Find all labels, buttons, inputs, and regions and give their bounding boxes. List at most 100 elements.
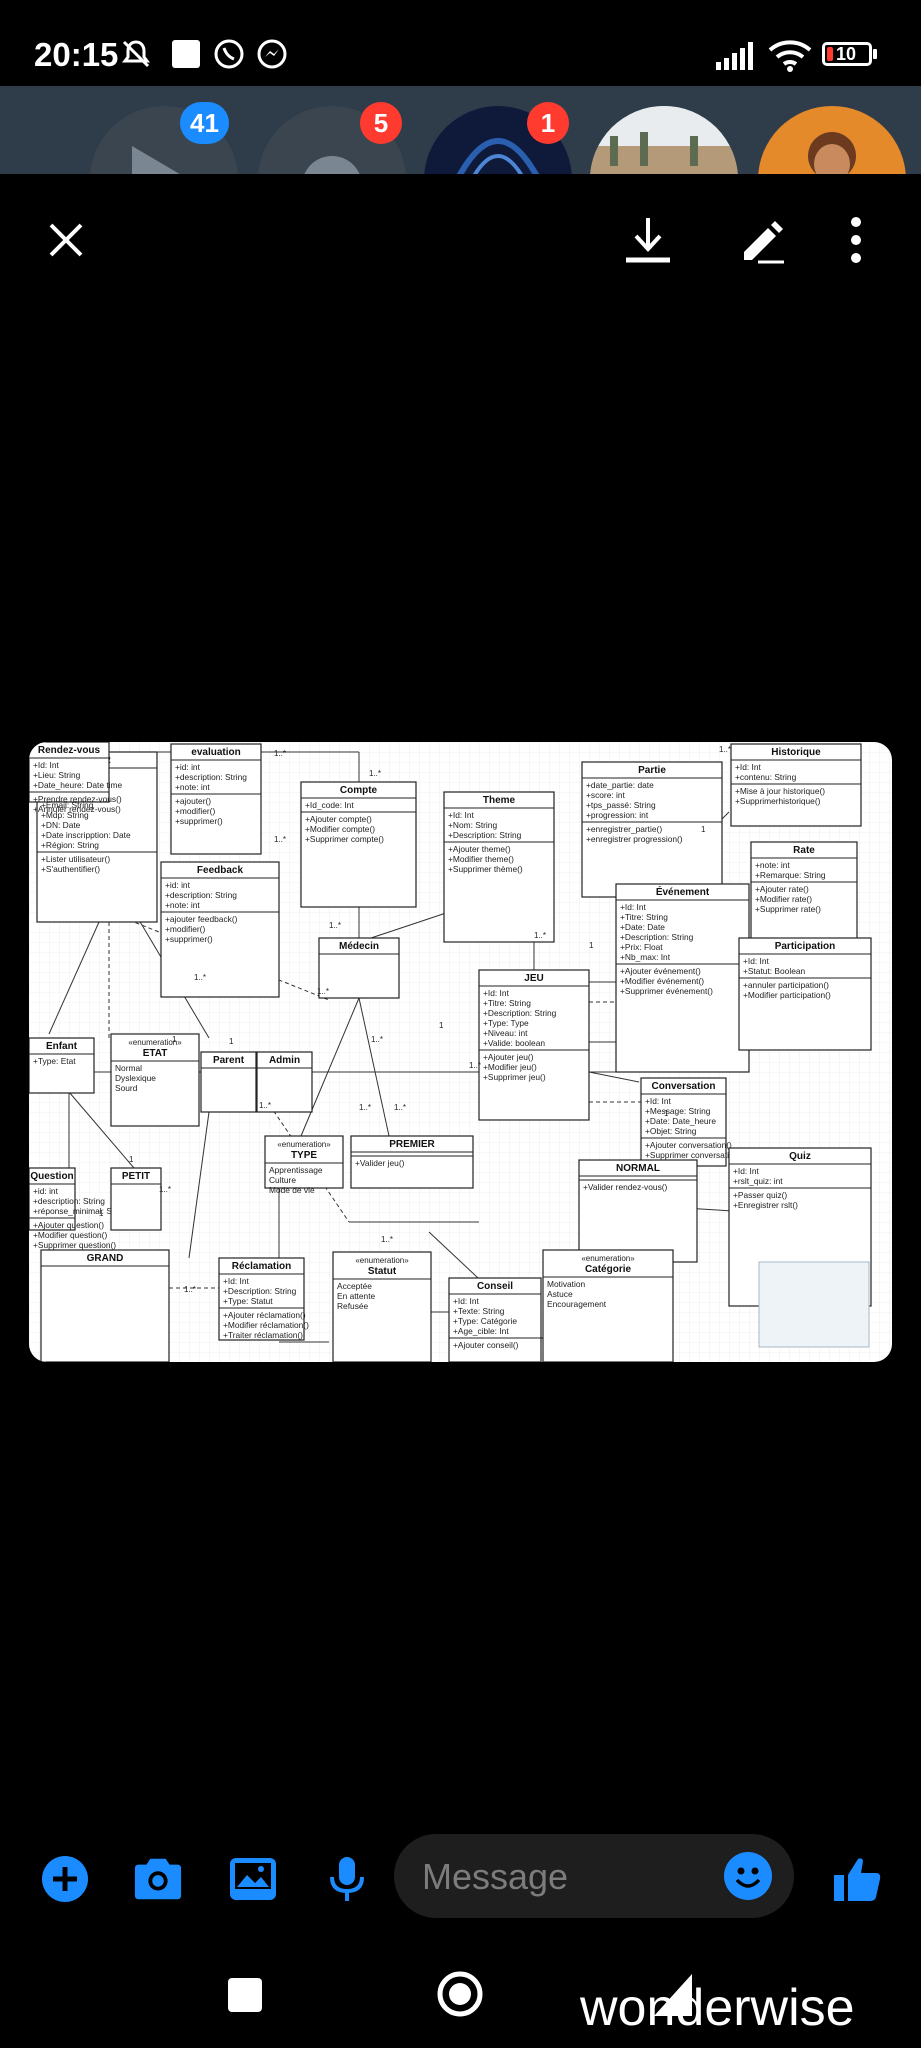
viewed-image[interactable]: USER+id: int+Nom: String+Prenom: String+… — [29, 742, 892, 1362]
class-name: Partie — [638, 765, 666, 776]
multiplicity-label: 1 — [129, 1155, 134, 1164]
multiplicity-label: 1..* — [394, 1103, 406, 1112]
chat-head[interactable] — [590, 106, 738, 174]
chat-head[interactable] — [758, 106, 906, 174]
camera-button[interactable] — [133, 1854, 183, 1904]
more-button[interactable] — [828, 212, 884, 268]
class-member: +Type: Type — [483, 1018, 529, 1028]
multiplicity-labels: 1..*1..*1..*1..*1..*111..*1..*1..*11..*1… — [99, 745, 731, 1294]
play-icon — [132, 146, 180, 174]
class-member: +rslt_quiz: int — [733, 1176, 783, 1186]
class-member: +Id: Int — [448, 810, 475, 820]
class-member: +Ajouter rate() — [755, 884, 809, 894]
multiplicity-label: 1..* — [469, 1061, 481, 1070]
voice-button[interactable] — [322, 1854, 372, 1904]
multiplicity-label: 1..* — [274, 749, 286, 758]
download-icon — [626, 218, 670, 263]
class-member: +Modifier jeu() — [483, 1062, 537, 1072]
more-actions-button[interactable] — [40, 1854, 90, 1904]
class-member: +Id: Int — [743, 956, 770, 966]
like-button[interactable] — [832, 1854, 882, 1904]
class-name: Catégorie — [585, 1264, 632, 1275]
class-member: +Age_cible: Int — [453, 1326, 509, 1336]
multiplicity-label: 1..* — [371, 1035, 383, 1044]
class-member: +Lieu: String — [33, 770, 81, 780]
edit-icon — [744, 221, 784, 264]
class-name: Admin — [269, 1055, 300, 1066]
uml-class: «enumeration»CatégorieMotivationAstuceEn… — [542, 1249, 674, 1362]
class-stereotype: «enumeration» — [581, 1254, 635, 1263]
camera-icon — [134, 1858, 182, 1900]
class-member: +Titre: String — [483, 998, 531, 1008]
class-member: +Date: Date — [620, 922, 665, 932]
recents-button[interactable] — [228, 1978, 262, 2012]
class-member: +note: int — [175, 782, 210, 792]
class-member: +Prendre rendez-vous() — [33, 794, 122, 804]
multiplicity-label: 1..* — [194, 973, 206, 982]
download-button[interactable] — [620, 212, 676, 268]
class-member: +Ajouter compte() — [305, 814, 372, 824]
class-member: +Modifier compte() — [305, 824, 375, 834]
uml-class: NORMAL+Valider rendez-vous() — [578, 1159, 698, 1263]
class-member: +note: int — [165, 900, 200, 910]
gallery-button[interactable] — [228, 1854, 278, 1904]
class-member: Dyslexique — [115, 1073, 156, 1083]
class-name: NORMAL — [616, 1163, 660, 1174]
class-member: +ajouter() — [175, 796, 211, 806]
multiplicity-label: 1..* — [317, 987, 329, 996]
class-member: +Lister utilisateur() — [41, 854, 110, 864]
class-name: Enfant — [46, 1041, 78, 1052]
class-member: +Mdp: String — [41, 810, 89, 820]
message-input[interactable]: Message — [394, 1834, 794, 1918]
watermark: wonderwise — [580, 1979, 855, 2037]
back-button[interactable] — [650, 1972, 694, 2018]
class-member: +Valide: boolean — [483, 1038, 545, 1048]
class-member: +supprimer() — [165, 934, 213, 944]
gallery-icon — [230, 1858, 276, 1900]
class-member: +Supprimer thème() — [448, 864, 523, 874]
class-box — [478, 969, 590, 1121]
home-button[interactable] — [436, 1970, 484, 2018]
multiplicity-label: 1..* — [159, 1185, 171, 1194]
home-icon — [437, 1971, 483, 2017]
class-name: Conversation — [652, 1081, 716, 1092]
emoji-icon — [735, 1867, 761, 1888]
multiplicity-label: 1..* — [259, 1101, 271, 1110]
class-member: +note: int — [755, 860, 790, 870]
edit-button[interactable] — [734, 212, 790, 268]
class-name: Rendez-vous — [38, 745, 101, 756]
class-member: +Date inscripption: Date — [41, 830, 131, 840]
class-member: Mode de vie — [269, 1185, 315, 1195]
unread-badge: 5 — [360, 102, 402, 144]
uml-class-diagram: USER+id: int+Nom: String+Prenom: String+… — [29, 742, 892, 1362]
multiplicity-label: 1 — [664, 1109, 669, 1118]
uml-class: Événement+Id: Int+Titre: String+Date: Da… — [615, 883, 750, 1073]
class-member: +progression: int — [586, 810, 649, 820]
class-member: +Valider jeu() — [355, 1158, 405, 1168]
class-member: +Id: Int — [620, 902, 647, 912]
signal-icon — [716, 42, 753, 70]
uml-class: Parent — [200, 1051, 257, 1113]
class-box — [256, 1051, 313, 1113]
class-name: Participation — [775, 941, 836, 952]
class-member: +Annuler rendez-vous() — [33, 804, 121, 814]
class-name: Quiz — [789, 1151, 811, 1162]
association-line — [358, 997, 390, 1137]
uml-class: Participation+Id: Int+Statut: Boolean+an… — [738, 937, 872, 1051]
class-member: +Type: Catégorie — [453, 1316, 517, 1326]
mic-icon — [330, 1857, 364, 1901]
class-member: +Statut: Boolean — [743, 966, 806, 976]
class-member: +Objet: String — [645, 1126, 697, 1136]
class-box — [300, 781, 417, 908]
more-icon — [851, 217, 861, 263]
close-button[interactable] — [38, 212, 94, 268]
class-name: Theme — [483, 795, 516, 806]
uml-class: Partie+date_partie: date+score: int+tps_… — [581, 761, 723, 898]
minimap-thumbnail — [758, 1261, 870, 1348]
class-member: +Ajouter conversation() — [645, 1140, 732, 1150]
class-member: +Type: Statut — [223, 1296, 273, 1306]
emoji-button[interactable] — [724, 1852, 772, 1900]
uml-class: Conseil+Id: Int+Texte: String+Type: Caté… — [448, 1277, 542, 1362]
class-member: +Id: Int — [223, 1276, 250, 1286]
class-member: Astuce — [547, 1289, 573, 1299]
